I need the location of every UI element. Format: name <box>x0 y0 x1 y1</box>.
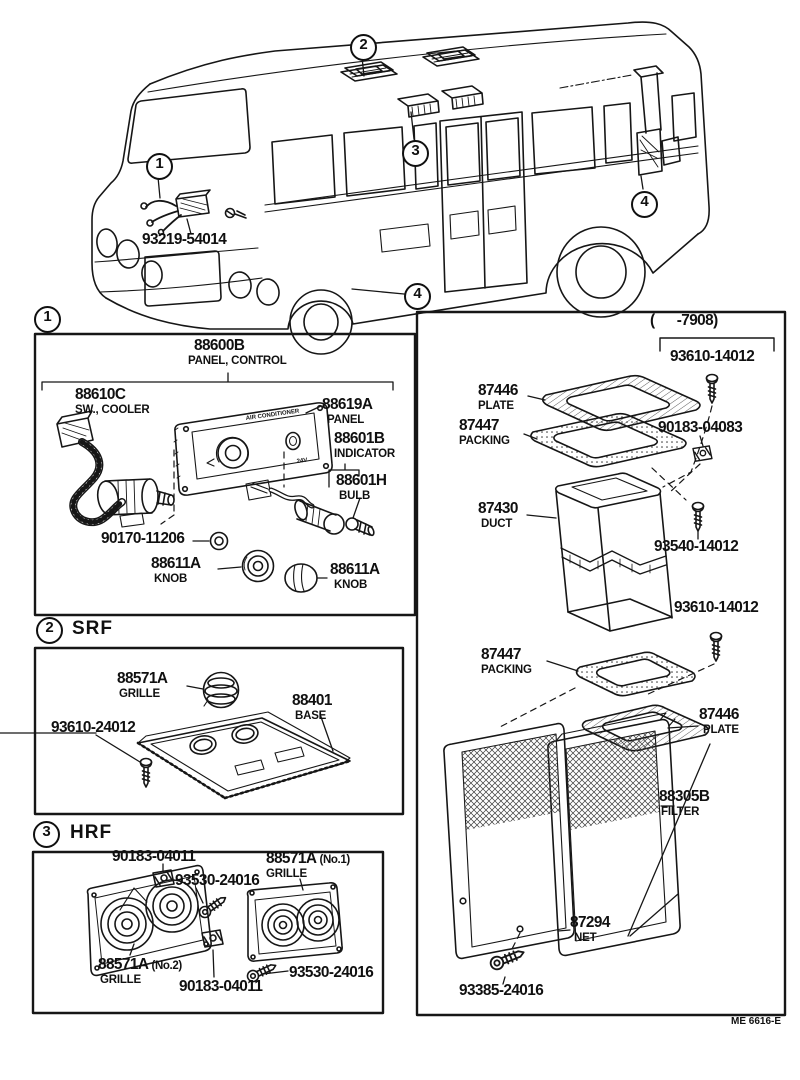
label-87446-bottom-name: PLATE <box>703 724 739 736</box>
label-90183-04011-bottom: 90183-04011 <box>179 978 263 995</box>
srf-title: SRF <box>72 618 113 639</box>
duct-box-art <box>415 310 787 1017</box>
label-93385-24016: 93385-24016 <box>459 982 544 999</box>
hrf-title: HRF <box>70 822 113 843</box>
callout-4-bottom: 4 <box>404 283 431 310</box>
label-87294-name: NET <box>574 932 597 944</box>
label-88601H: 88601H <box>336 472 387 489</box>
label-90183-04011-top: 90183-04011 <box>112 848 196 865</box>
label-87447-top: 87447 <box>459 417 499 434</box>
label-88610C: 88610C <box>75 386 126 403</box>
label-93610-14012-lower: 93610-14012 <box>674 599 759 616</box>
label-88571A-no1-suffix: (No.1) <box>319 852 350 866</box>
hrf-box-marker: 3 <box>33 821 60 848</box>
label-93610-14012-top: 93610-14012 <box>670 348 755 365</box>
label-87446-top-name: PLATE <box>478 400 514 412</box>
label-93219-54014: 93219-54014 <box>142 231 227 248</box>
label-88610C-name: SW., COOLER <box>75 404 150 416</box>
drawing-code: ME 6616-E <box>731 1016 782 1027</box>
label-88401-name: BASE <box>295 710 327 722</box>
callout-2: 2 <box>350 34 377 61</box>
label-88600B: 88600B <box>194 337 245 354</box>
label-93530-24016-bottom: 93530-24016 <box>289 964 374 981</box>
label-87446-top: 87446 <box>478 382 518 399</box>
panel-voltage-text: 24V <box>296 458 307 465</box>
label-88600B-name: PANEL, CONTROL <box>188 355 287 367</box>
label-88601H-name: BULB <box>339 490 371 502</box>
label-88571A-no2-suffix: (No.2) <box>151 958 182 972</box>
label-88571A-srf: 88571A <box>117 670 168 687</box>
label-88401: 88401 <box>292 692 332 709</box>
label-90170-11206: 90170-11206 <box>101 530 185 547</box>
label-93530-24016-top: 93530-24016 <box>175 872 260 889</box>
label-88619A-name: PANEL <box>327 414 365 426</box>
srf-box-marker: 2 <box>36 617 63 644</box>
label-90183-04083: 90183-04083 <box>658 419 743 436</box>
label-93540-14012: 93540-14012 <box>654 538 739 555</box>
label-88305B-name: FILTER <box>661 806 700 818</box>
label-87430: 87430 <box>478 500 518 517</box>
label-88571A-no2-name: GRILLE <box>100 974 141 986</box>
label-88571A-no1: 88571A (No.1) <box>266 850 350 867</box>
label-88611A-right-name: KNOB <box>334 579 368 591</box>
label-88305B: 88305B <box>659 788 710 805</box>
callout-3: 3 <box>402 140 429 167</box>
label-88571A-no1-name: GRILLE <box>266 868 307 880</box>
label-87294: 87294 <box>570 914 610 931</box>
hrf-box-art <box>31 850 385 1015</box>
callout-1: 1 <box>146 153 173 180</box>
panel-box-art: AIR CONDITIONER 24V <box>0 332 417 734</box>
label-87430-name: DUCT <box>481 518 513 530</box>
label-88601B: 88601B <box>334 430 385 447</box>
label-87446-bottom: 87446 <box>699 706 739 723</box>
label-88619A: 88619A <box>322 396 373 413</box>
srf-box-art <box>33 646 405 816</box>
label-88571A-no2: 88571A (No.2) <box>98 956 182 973</box>
bus-drawing <box>91 21 710 355</box>
callout-4-side: 4 <box>631 191 658 218</box>
label-88611A-left-name: KNOB <box>154 573 188 585</box>
label-87447-top-name: PACKING <box>459 435 510 447</box>
label-93610-24012: 93610-24012 <box>51 719 136 736</box>
panel-box-marker: 1 <box>34 306 61 333</box>
label-date-range: ( -7908) <box>650 312 718 329</box>
label-88611A-right: 88611A <box>330 561 380 578</box>
label-88611A-left: 88611A <box>151 555 201 572</box>
label-87447-bottom: 87447 <box>481 646 521 663</box>
label-88601B-name: INDICATOR <box>334 448 396 460</box>
label-88571A-srf-name: GRILLE <box>119 688 160 700</box>
label-87447-bottom-name: PACKING <box>481 664 532 676</box>
